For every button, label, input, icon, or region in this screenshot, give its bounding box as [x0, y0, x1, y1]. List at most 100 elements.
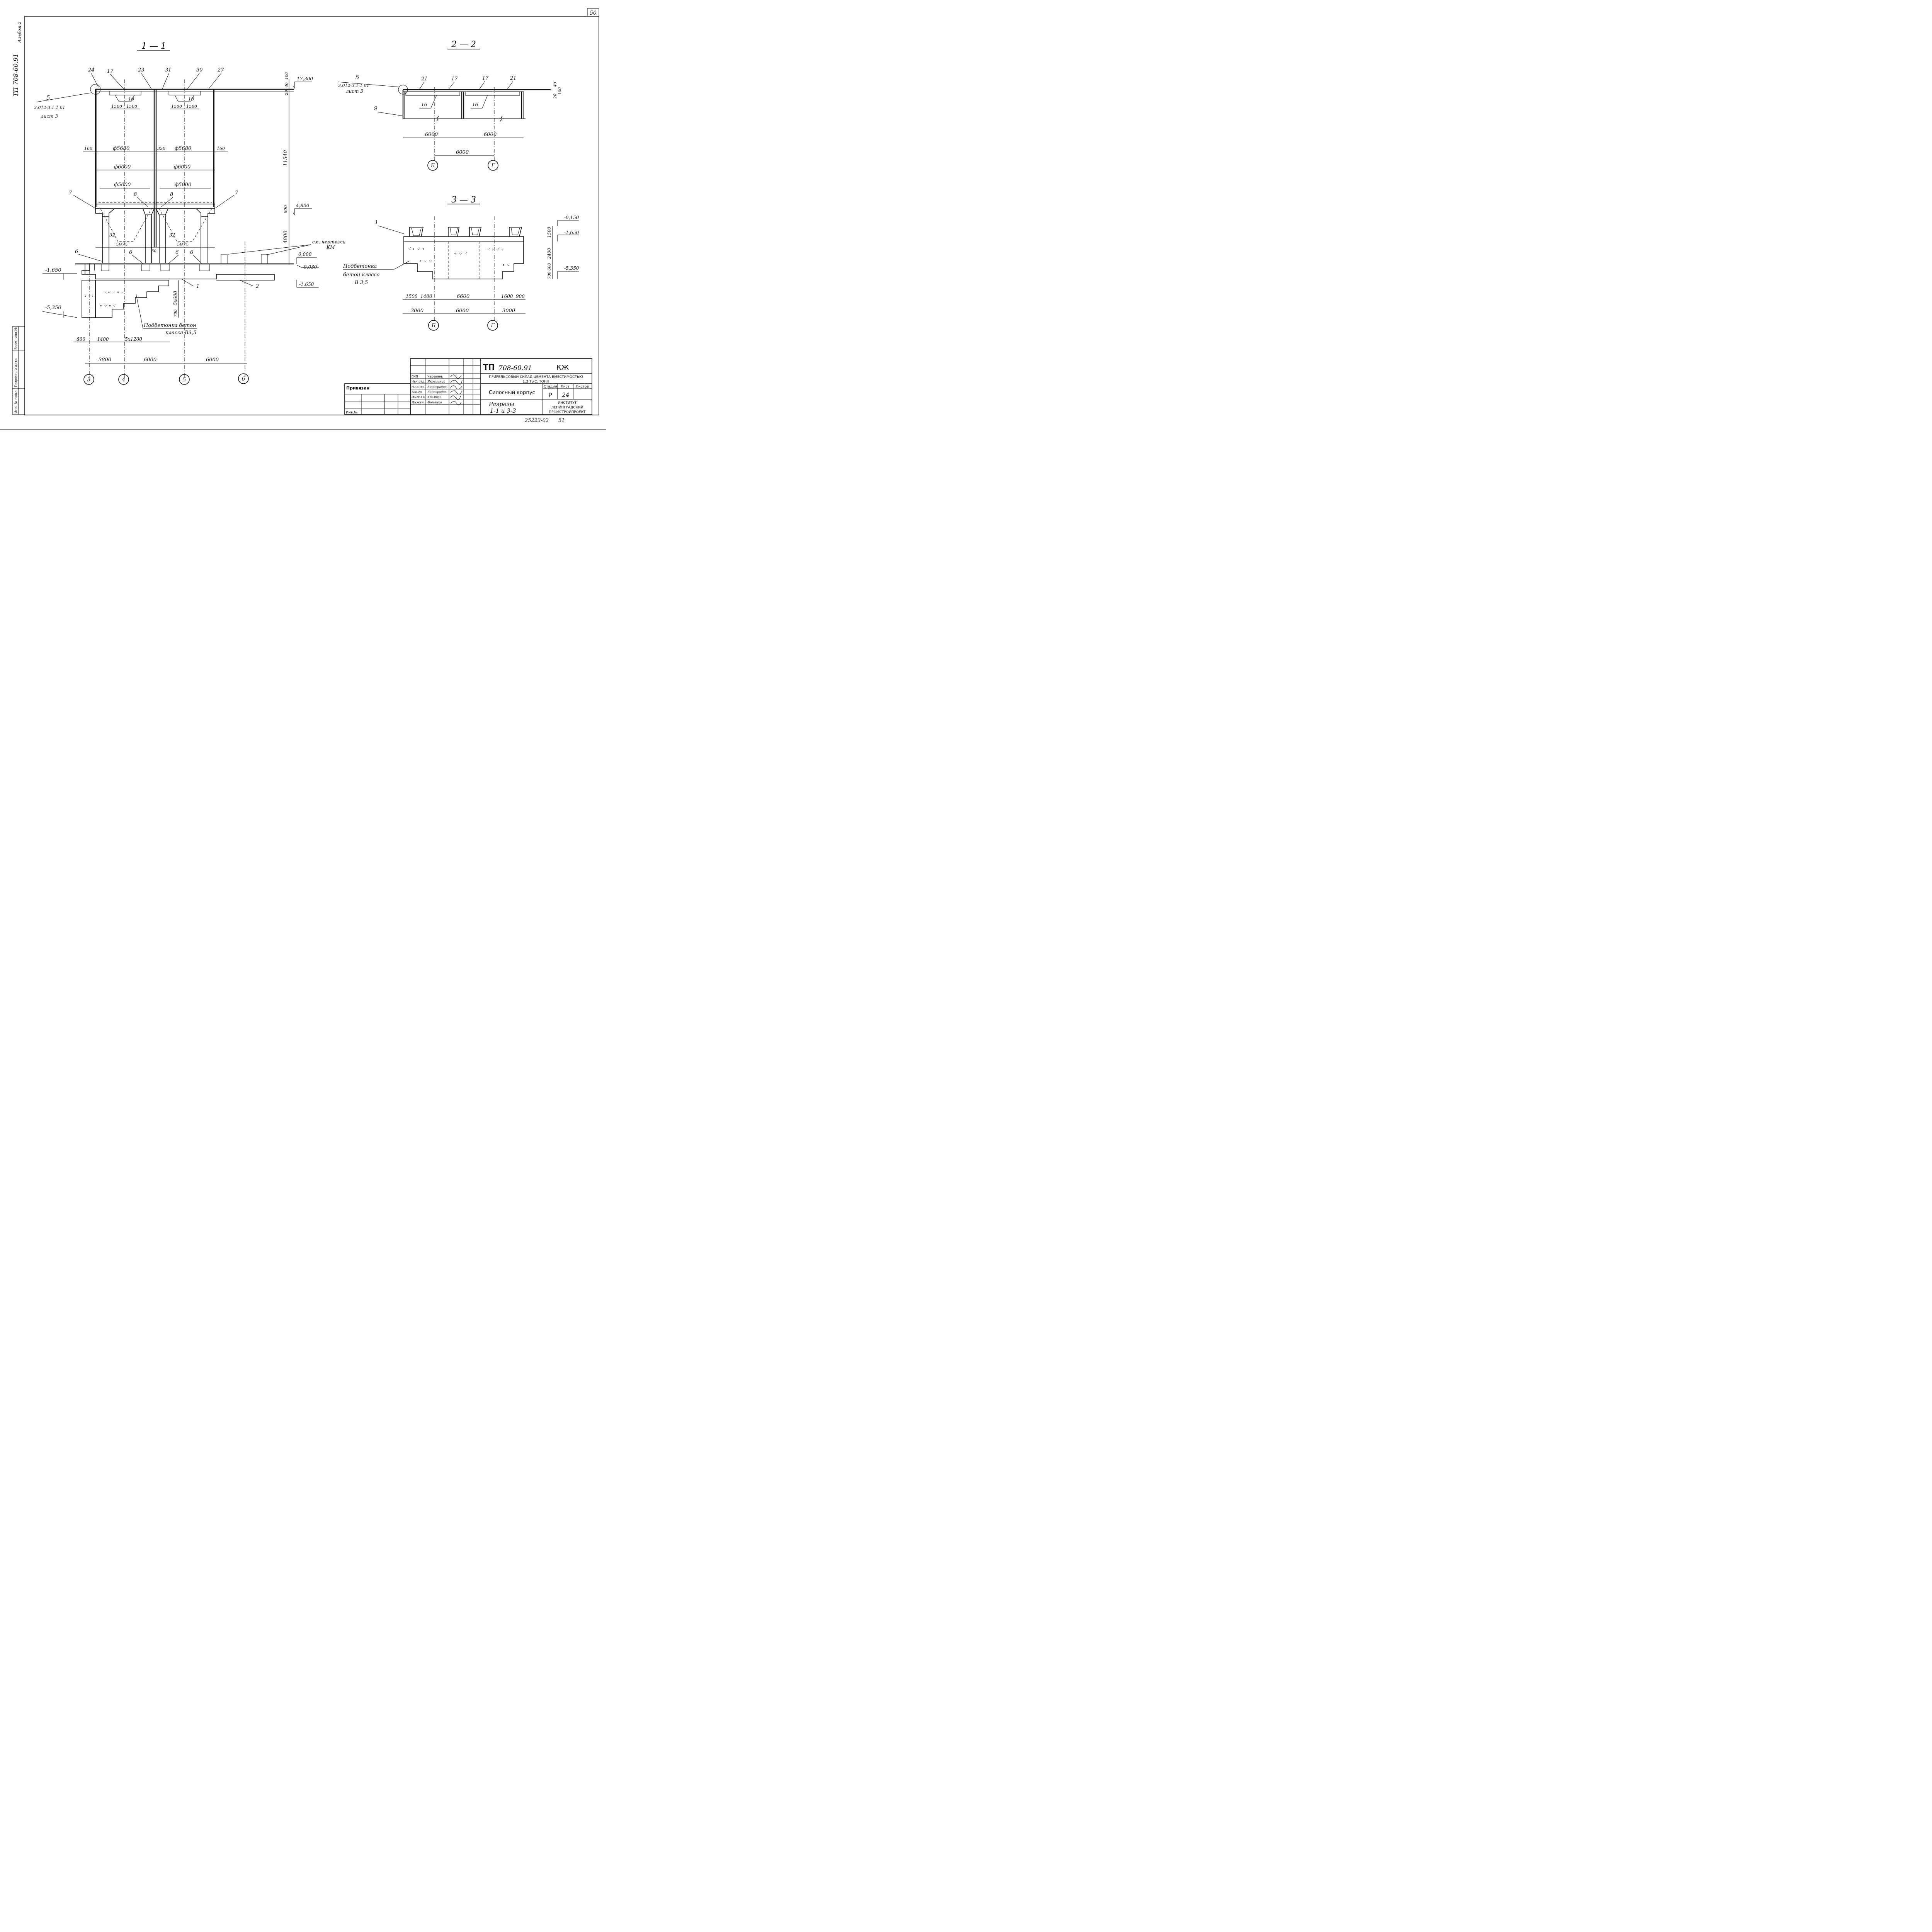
hdim-33-600: 600 — [548, 263, 552, 270]
role-1: Нач.отд. — [412, 380, 425, 383]
name-1: Яковицкий — [427, 380, 446, 383]
callout-24: 24 — [88, 67, 95, 73]
callout-21-b: 21 — [510, 75, 517, 81]
tb-inv: Инв.№ — [346, 411, 357, 415]
elev-m0030: -0,030 — [302, 264, 317, 270]
side-code: ТП 708-60.91 — [12, 54, 19, 97]
concrete-33-3: В 3,5 — [354, 280, 368, 286]
axis-b-22: Б — [430, 163, 435, 169]
concrete-note-1: Подбетонка бетон — [143, 323, 196, 328]
dim-6000-22b: 6000 — [484, 132, 497, 138]
role-5: Инжен. — [411, 401, 425, 404]
mark-1-33: 1 — [375, 219, 378, 226]
elev-33-m5350: -5,350 — [564, 265, 579, 271]
bdim-800: 800 — [77, 337, 85, 342]
name-0: Черевань — [427, 375, 443, 378]
svg-text:∘ ⁘ ∘ ⁖: ∘ ⁘ ∘ ⁖ — [100, 303, 116, 308]
hdim-800: 800 — [283, 205, 288, 213]
role-0: ГИП — [412, 375, 418, 378]
axis-g-33: Г — [490, 323, 495, 329]
tb-sheet-title: Разрезы — [488, 401, 514, 408]
bottom-page: 51 — [558, 418, 565, 423]
tb-mark: КЖ — [556, 364, 569, 372]
ref-5-doc-22: 3.012-3.1.1 01 — [338, 83, 369, 88]
hdim-22-20: 20 — [553, 94, 558, 99]
hdim-11540: 11540 — [283, 150, 289, 166]
hdim-20: 20 — [285, 90, 289, 95]
callout-30: 30 — [196, 67, 203, 73]
dim33-900: 900 — [516, 294, 525, 299]
mark-32-b: 32 — [169, 232, 175, 238]
section-2-2: 2 — 2 5 3.012-3.1.1 01 лист 3 21 17 17 2… — [338, 40, 562, 171]
tb-sheet-no: 24 — [561, 391, 569, 398]
found-mark-2: 2 — [255, 284, 259, 289]
dim-5975-a: 5975 — [116, 242, 128, 247]
beam-16-22a: 16 — [421, 102, 427, 107]
dim-d5000-b: ф5000 — [175, 182, 191, 188]
tb-privyazan: Привязан — [346, 386, 369, 391]
svg-text:∘ ⁖: ∘ ⁖ — [502, 262, 510, 268]
dim33-1500: 1500 — [406, 294, 418, 299]
see-km-2: КМ — [326, 245, 335, 250]
hdim-33-700: 700 — [548, 271, 552, 279]
ref-5-doc: 3.012-3.1.1 01 — [34, 105, 65, 110]
tb-stage-label: Стадия — [544, 385, 557, 389]
ref-5-num-22: 5 — [355, 74, 359, 81]
concrete-33-2: бетон класса — [343, 272, 380, 278]
hdim-33-2400: 2400 — [547, 248, 552, 259]
dim-d6000-a: ф6000 — [114, 164, 131, 170]
axis-g-22: Г — [491, 163, 495, 169]
beam-dim-3: 1500 — [171, 104, 182, 109]
tb-sheet-label: Лист — [561, 385, 570, 389]
tb-inst-1: ИНСТИТУТ — [558, 401, 577, 405]
callout-23: 23 — [138, 67, 145, 73]
elev-33-m1650: -1,650 — [564, 230, 579, 235]
dim33-1400: 1400 — [420, 294, 432, 299]
mark-6-d: 6 — [190, 250, 193, 255]
tb-building: Силосный корпус — [489, 390, 535, 396]
mark-8-left: 8 — [134, 192, 137, 197]
elev-m5350-left: -5,350 — [45, 305, 61, 311]
hdim-700: 700 — [174, 309, 178, 317]
callout-21-a: 21 — [421, 76, 428, 82]
tb-capacity: 1,3 ТЫС. ТОНН — [523, 380, 549, 384]
ref-5-sheet: лист 3 — [41, 114, 58, 119]
dim-d5680-a: ф5680 — [113, 146, 129, 151]
dim-50: 50 — [151, 249, 156, 253]
mark-7-right: 7 — [235, 190, 238, 196]
bottom-code: 25223-02 — [524, 418, 549, 423]
tb-stage: Р — [548, 391, 552, 399]
section-1-1: 1 — 1 — [34, 41, 345, 385]
bdim-3800: 3800 — [99, 357, 111, 363]
see-km-1: см. чертежи — [312, 239, 345, 245]
beam-dim-4: 1500 — [186, 104, 197, 109]
side-album: Альбом 2 — [17, 22, 22, 43]
dim33-3000-a: 3000 — [411, 308, 423, 314]
svg-text:∘ ⁘ ⁖: ∘ ⁘ ⁖ — [454, 251, 467, 257]
svg-text:⁖ ∘ ⁘ ∘: ⁖ ∘ ⁘ ∘ — [408, 246, 425, 252]
svg-text:⁖ ∘ ⁘ ∘ ⁖: ⁖ ∘ ⁘ ∘ ⁖ — [104, 289, 124, 295]
role-2: Н.контр. — [412, 385, 425, 389]
dim33-1600: 1600 — [501, 294, 513, 299]
title-block: ГИП Нач.отд. Н.контр. Зав.гр. Инж.I к Ин… — [344, 358, 592, 423]
stamp-vzam: Взам. инв.№ — [14, 327, 18, 350]
dim-d5680-b: ф5680 — [175, 146, 191, 151]
role-3: Зав.гр. — [412, 390, 423, 394]
callout-17: 17 — [107, 68, 114, 74]
mark-6-b: 6 — [129, 250, 132, 255]
found-mark-1: 1 — [196, 284, 199, 289]
dim33-3000-b: 3000 — [502, 308, 515, 314]
section-2-2-title: 2 — 2 — [451, 40, 476, 49]
ref-5-num: 5 — [46, 94, 50, 101]
name-2: Виноградов — [427, 385, 447, 389]
axis-5: 5 — [183, 377, 186, 383]
hdim-4800: 4800 — [283, 231, 289, 244]
name-5: Фоменко — [427, 401, 442, 404]
elev-17300: 17,300 — [297, 76, 313, 82]
section-3-3-title: 3 — 3 — [451, 195, 476, 205]
axis-6: 6 — [242, 376, 245, 382]
callout-17-b: 17 — [482, 75, 489, 81]
dim-6000-22c: 6000 — [456, 150, 469, 155]
callout-31: 31 — [165, 67, 172, 73]
axis-3: 3 — [87, 377, 91, 383]
